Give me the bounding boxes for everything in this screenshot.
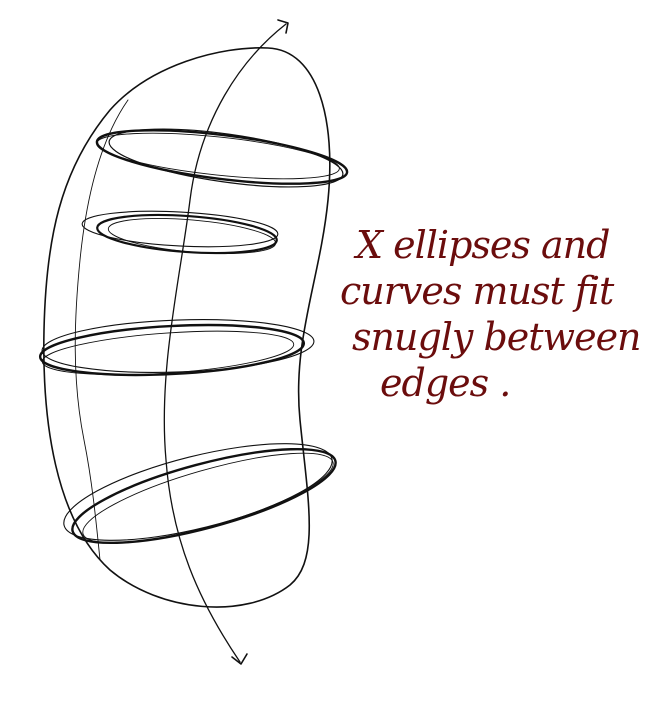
axis-bottom-arrowhead [231, 653, 248, 665]
annotation-line-4: edges . [380, 361, 511, 405]
annotation-line-2: curves must fit [340, 269, 614, 313]
cross-section-ellipse-3 [38, 319, 315, 377]
bean-outline [43, 47, 331, 608]
center-axis-curve [163, 23, 287, 663]
annotation-note: X ellipses and curves must fit snugly be… [340, 222, 642, 406]
cross-section-ellipse-2 [81, 210, 279, 255]
annotation-line-1: X ellipses and [356, 223, 610, 267]
cross-section-ellipse-4 [63, 443, 337, 545]
cross-section-ellipse-1 [95, 128, 349, 188]
axis-top-arrowhead [277, 19, 289, 34]
annotation-line-3: snugly between [352, 315, 642, 359]
